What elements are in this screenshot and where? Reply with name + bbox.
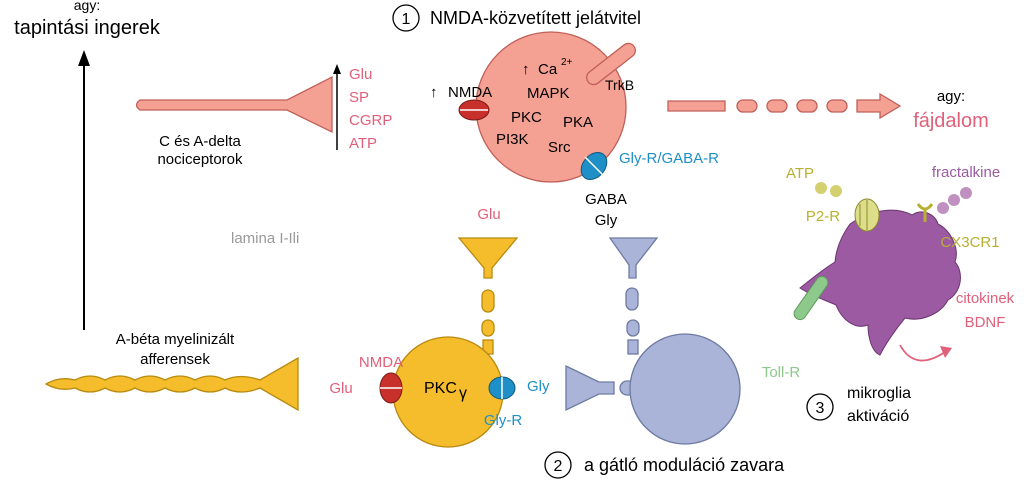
ca-label: Ca	[538, 61, 558, 78]
toll-receptor	[793, 275, 829, 321]
trkb-receptor	[586, 42, 636, 86]
section1-circle	[392, 4, 420, 32]
transmitter-sp: SP	[349, 89, 369, 106]
nociceptor-label-2: nociceptorok	[157, 151, 243, 168]
abeta-label-1: A-béta myelinizált	[116, 331, 235, 348]
fractalkine-label: fractalkine	[932, 164, 1000, 181]
nmda-label-2: NMDA	[359, 354, 403, 371]
axon-dash-1	[736, 99, 758, 113]
cytokine-release-arrowhead	[940, 346, 952, 358]
cytokine-release-arrow	[899, 344, 946, 362]
abeta-label-2: afferensek	[140, 351, 210, 368]
src-label: Src	[548, 139, 571, 156]
glu-dash-2	[481, 319, 495, 337]
top-left-agy: agy:	[74, 0, 100, 13]
ascending-arrowhead-left	[78, 50, 90, 66]
gly-label-1: Gly	[595, 212, 618, 229]
top-left-tapintasi: tapintási ingerek	[14, 17, 161, 39]
tollr-label: Toll-R	[762, 364, 801, 381]
nmda-up-arrow: ↑	[430, 84, 438, 101]
transmitter-atp: ATP	[349, 135, 377, 152]
axon-dash-4	[826, 99, 848, 113]
trkb-label: TrkB	[605, 77, 634, 93]
section3-line2: aktiváció	[847, 408, 909, 425]
inhib-soma	[629, 333, 741, 445]
inhib-neck	[627, 339, 639, 355]
mapk-label: MAPK	[527, 85, 570, 102]
atp-dot-1	[815, 182, 827, 194]
microglia-body	[799, 209, 961, 356]
transmitter-glu: Glu	[349, 66, 372, 83]
cx3cr1-label: CX3CR1	[940, 234, 999, 251]
glu-top-label: Glu	[477, 206, 500, 223]
pain-fajdalom: fájdalom	[913, 110, 989, 132]
inhib-dash-1	[625, 287, 639, 311]
citokinek-label: citokinek	[956, 290, 1015, 307]
gamma-label: γ	[459, 385, 467, 402]
pain-agy: agy:	[937, 88, 965, 105]
gaba-label: GABA	[585, 191, 627, 208]
section1-number: 1	[402, 11, 411, 28]
neuron1-axon	[667, 100, 726, 112]
ca-up-arrow: ↑	[522, 61, 530, 78]
bdnf-label: BDNF	[965, 314, 1006, 331]
glyr-label-2: Gly-R	[484, 412, 522, 429]
nmda-label-1: NMDA	[448, 84, 492, 101]
section2-number: 2	[554, 458, 563, 475]
section2-circle	[544, 451, 572, 479]
inhib-terminal-upper	[608, 237, 659, 279]
section2-title: a gátló moduláció zavara	[584, 455, 785, 475]
cx3cr1-receptor	[916, 203, 934, 222]
abeta-axon	[44, 356, 299, 412]
section3-line1: mikroglia	[847, 385, 911, 402]
inhib-dash-2	[626, 319, 640, 337]
section3-circle	[806, 393, 834, 421]
glyr-gabar-stripe	[584, 156, 604, 176]
fractalkine-dot-1	[937, 202, 949, 214]
release-arrowhead	[333, 64, 341, 74]
fractalkine-dot-2	[948, 194, 960, 206]
axon-arrowhead	[856, 92, 902, 120]
section1-title: NMDA-közvetített jelátvitel	[430, 8, 641, 28]
lamina-label: lamina I-Ili	[231, 230, 299, 247]
gly-label-2: Gly	[527, 378, 550, 395]
pi3k-label: PI3K	[496, 131, 529, 148]
axon-dash-2	[766, 99, 788, 113]
pkc-label: PKC	[511, 109, 542, 126]
fractalkine-dot-3	[960, 187, 972, 199]
transmitter-cgrp: CGRP	[349, 112, 392, 129]
section3-number: 3	[816, 400, 825, 417]
glu-terminal	[457, 237, 519, 279]
axon-dash-3	[796, 99, 818, 113]
atp-dot-2	[830, 185, 842, 197]
glu-label-2: Glu	[329, 380, 352, 397]
glyr-gabar-label: Gly-R/GABA-R	[619, 150, 719, 167]
ca-superscript: 2+	[561, 57, 573, 68]
p2r-label: P2-R	[806, 208, 840, 225]
nociceptor-axon	[135, 75, 333, 134]
atp-label: ATP	[786, 165, 814, 182]
glu-dash-1	[481, 289, 495, 313]
pka-label: PKA	[563, 114, 593, 131]
inhib-terminal-lower	[565, 364, 615, 412]
pkc-gamma-label: PKC	[424, 380, 457, 397]
nociceptor-label-1: C és A-delta	[159, 133, 241, 150]
